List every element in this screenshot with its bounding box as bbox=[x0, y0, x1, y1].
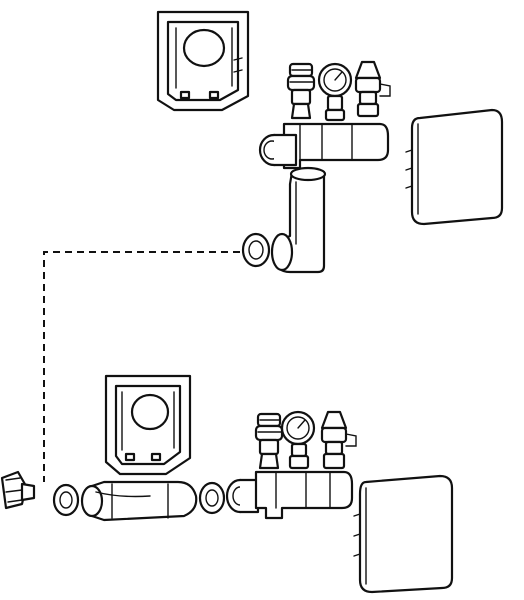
upper-mounting-box bbox=[156, 10, 250, 112]
inline-filter bbox=[80, 480, 198, 522]
upper-manifold-valve-assembly bbox=[258, 60, 391, 170]
coupling-nut bbox=[225, 478, 260, 514]
upper-cover-plate bbox=[405, 108, 504, 226]
vertical-pipe-elbow bbox=[270, 166, 327, 274]
lower-cover-plate bbox=[353, 474, 454, 594]
lower-seal-ring-left bbox=[52, 483, 80, 517]
lower-seal-ring-right bbox=[198, 481, 226, 515]
dashed-connection-line bbox=[43, 251, 240, 482]
upper-seal-ring bbox=[241, 232, 271, 268]
threaded-fitting bbox=[0, 470, 36, 510]
lower-mounting-box bbox=[104, 374, 192, 476]
lower-manifold-valve-assembly bbox=[254, 410, 357, 520]
